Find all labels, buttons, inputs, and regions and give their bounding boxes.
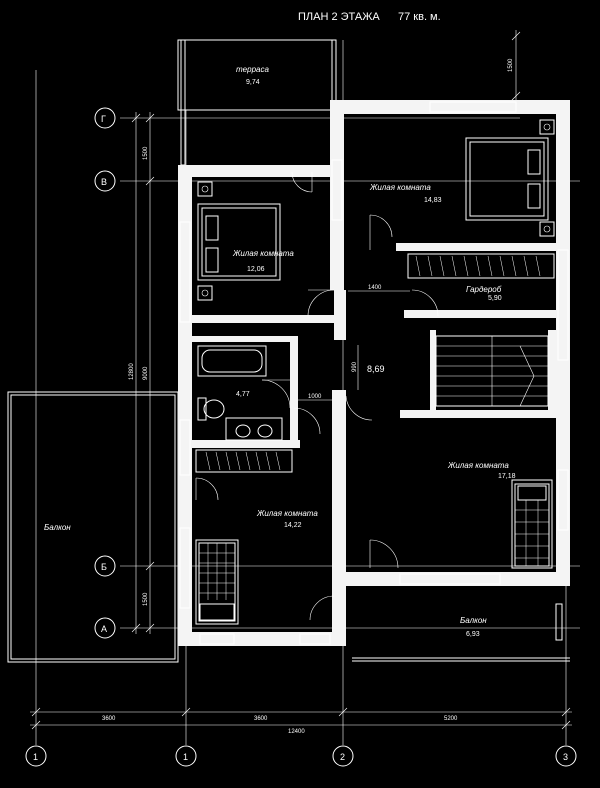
svg-text:В: В <box>101 177 107 187</box>
dim-left-outer: 12800 <box>129 363 135 380</box>
svg-text:1: 1 <box>183 752 188 762</box>
room-balcony-bottom-name: Балкон <box>460 616 487 625</box>
bed-top-right <box>465 119 555 237</box>
axis-row-g: Г <box>94 107 116 129</box>
balcony-left-outline <box>7 391 179 663</box>
axis-col-1a: 1 <box>25 745 47 767</box>
svg-text:1: 1 <box>33 752 38 762</box>
room-bedroom-3-name: Жилая комната <box>447 461 509 470</box>
room-terrace-name: терраса <box>236 65 269 74</box>
axis-col-2: 2 <box>332 745 354 767</box>
plan-title: ПЛАН 2 ЭТАЖА <box>298 11 380 23</box>
room-bedroom-2-name: Жилая комната <box>232 249 294 258</box>
room-balcony-left-name: Балкон <box>44 523 71 532</box>
sinks <box>225 417 283 441</box>
room-wardrobe-name: Гардероб <box>466 285 502 294</box>
bed-left <box>197 181 281 301</box>
room-bedroom-1-area: 14,83 <box>424 197 442 204</box>
axis-col-3: 3 <box>555 745 577 767</box>
room-bedroom-3-area: 17,18 <box>498 473 516 480</box>
dimension-lines <box>30 30 572 730</box>
windows <box>179 101 569 645</box>
room-bedroom-1-name: Жилая комната <box>369 183 431 192</box>
terrace-outline <box>177 39 337 166</box>
dim-left-inner: 9000 <box>143 366 149 380</box>
room-balcony-bottom-area: 6,93 <box>466 631 480 638</box>
plan-total-area: 77 кв. м. <box>398 11 441 23</box>
dim-corridor-h: 1400 <box>368 285 382 291</box>
axis-row-a: А <box>94 617 116 639</box>
dim-top: 1500 <box>508 58 514 72</box>
svg-text:2: 2 <box>340 752 345 762</box>
dim-bottom-total: 12400 <box>288 729 305 735</box>
staircase <box>435 335 549 407</box>
dim-left-top: 1500 <box>143 146 149 160</box>
room-bedroom-2-area: 12,06 <box>247 266 265 273</box>
dim-bottom-2: 3600 <box>254 716 268 722</box>
room-hall-area: 8,69 <box>367 364 385 374</box>
axis-col-1b: 1 <box>175 745 197 767</box>
svg-text:А: А <box>101 624 107 634</box>
dim-bottom-1: 3600 <box>102 716 116 722</box>
svg-text:Б: Б <box>101 562 107 572</box>
dim-corridor-v: 990 <box>352 361 358 372</box>
dim-bottom-3: 5200 <box>444 716 458 722</box>
room-bedroom-4-name: Жилая комната <box>256 509 318 518</box>
room-bathroom-area: 4,77 <box>236 391 250 398</box>
room-terrace-area: 9,74 <box>246 79 260 86</box>
room-bedroom-4-area: 14,22 <box>284 522 302 529</box>
bed-bottom-right-pattern <box>515 500 549 566</box>
dim-door: 1000 <box>308 394 322 400</box>
toilet <box>197 397 225 421</box>
walls <box>178 100 570 646</box>
bed-bottom-left-pattern <box>199 543 235 600</box>
balcony-bottom-outline <box>352 603 570 662</box>
bed-bottom-right <box>511 479 553 569</box>
axis-row-v: В <box>94 170 116 192</box>
dim-left-bottom: 1500 <box>143 592 149 606</box>
room-wardrobe-area: 5,90 <box>488 295 502 302</box>
svg-text:Г: Г <box>101 114 106 124</box>
axis-row-b: Б <box>94 555 116 577</box>
closet-left <box>195 449 293 473</box>
doors <box>195 171 439 621</box>
svg-text:3: 3 <box>563 752 568 762</box>
bathtub <box>197 345 267 377</box>
closet-wardrobe-room <box>407 253 555 279</box>
